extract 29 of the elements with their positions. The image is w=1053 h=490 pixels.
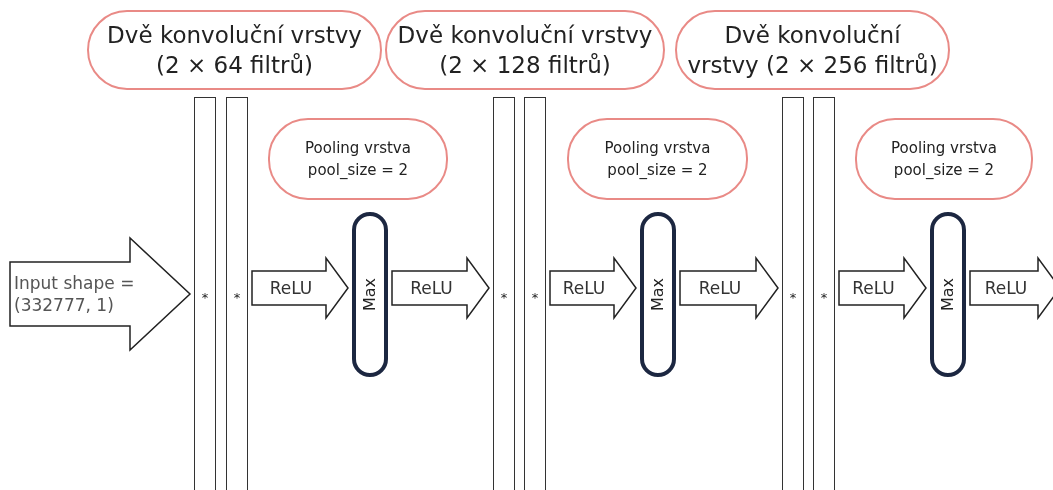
layer-group-label: Dvě konvoluční vrstvy (2 × 256 filtrů) — [675, 10, 950, 90]
pooling-layer-label: Pooling vrstva pool_size = 2 — [567, 118, 748, 200]
block-arrow — [391, 255, 490, 321]
pooling-layer-label: Pooling vrstva pool_size = 2 — [268, 118, 448, 200]
block-arrow — [838, 255, 927, 321]
edge-label: ReLU — [409, 277, 454, 300]
edge-label: ReLU — [697, 277, 743, 300]
edge-label: ReLU — [561, 277, 607, 300]
convolution-layer-bar: * — [524, 97, 546, 490]
pooling-layer-label: Pooling vrstva pool_size = 2 — [855, 118, 1033, 200]
max-pooling-node: Max — [640, 212, 676, 377]
block-arrow — [251, 255, 349, 321]
convolution-layer-bar: * — [194, 97, 216, 490]
block-arrow — [969, 255, 1053, 321]
convolution-layer-bar: * — [226, 97, 248, 490]
edge-label: ReLU — [983, 277, 1029, 300]
block-arrow — [679, 255, 779, 321]
convolution-layer-bar: * — [813, 97, 835, 490]
edge-label: ReLU — [851, 277, 896, 300]
edge-label: Input shape = (332777, 1) — [14, 272, 136, 317]
convolution-layer-bar: * — [782, 97, 804, 490]
layer-group-label: Dvě konvoluční vrstvy (2 × 128 filtrů) — [385, 10, 665, 90]
convolution-layer-bar: * — [493, 97, 515, 490]
block-arrow — [9, 236, 192, 352]
layer-group-label: Dvě konvoluční vrstvy (2 × 64 filtrů) — [87, 10, 382, 90]
block-arrow — [549, 255, 637, 321]
edge-label: ReLU — [268, 277, 314, 300]
max-pooling-node: Max — [930, 212, 966, 377]
max-pooling-node: Max — [352, 212, 388, 377]
